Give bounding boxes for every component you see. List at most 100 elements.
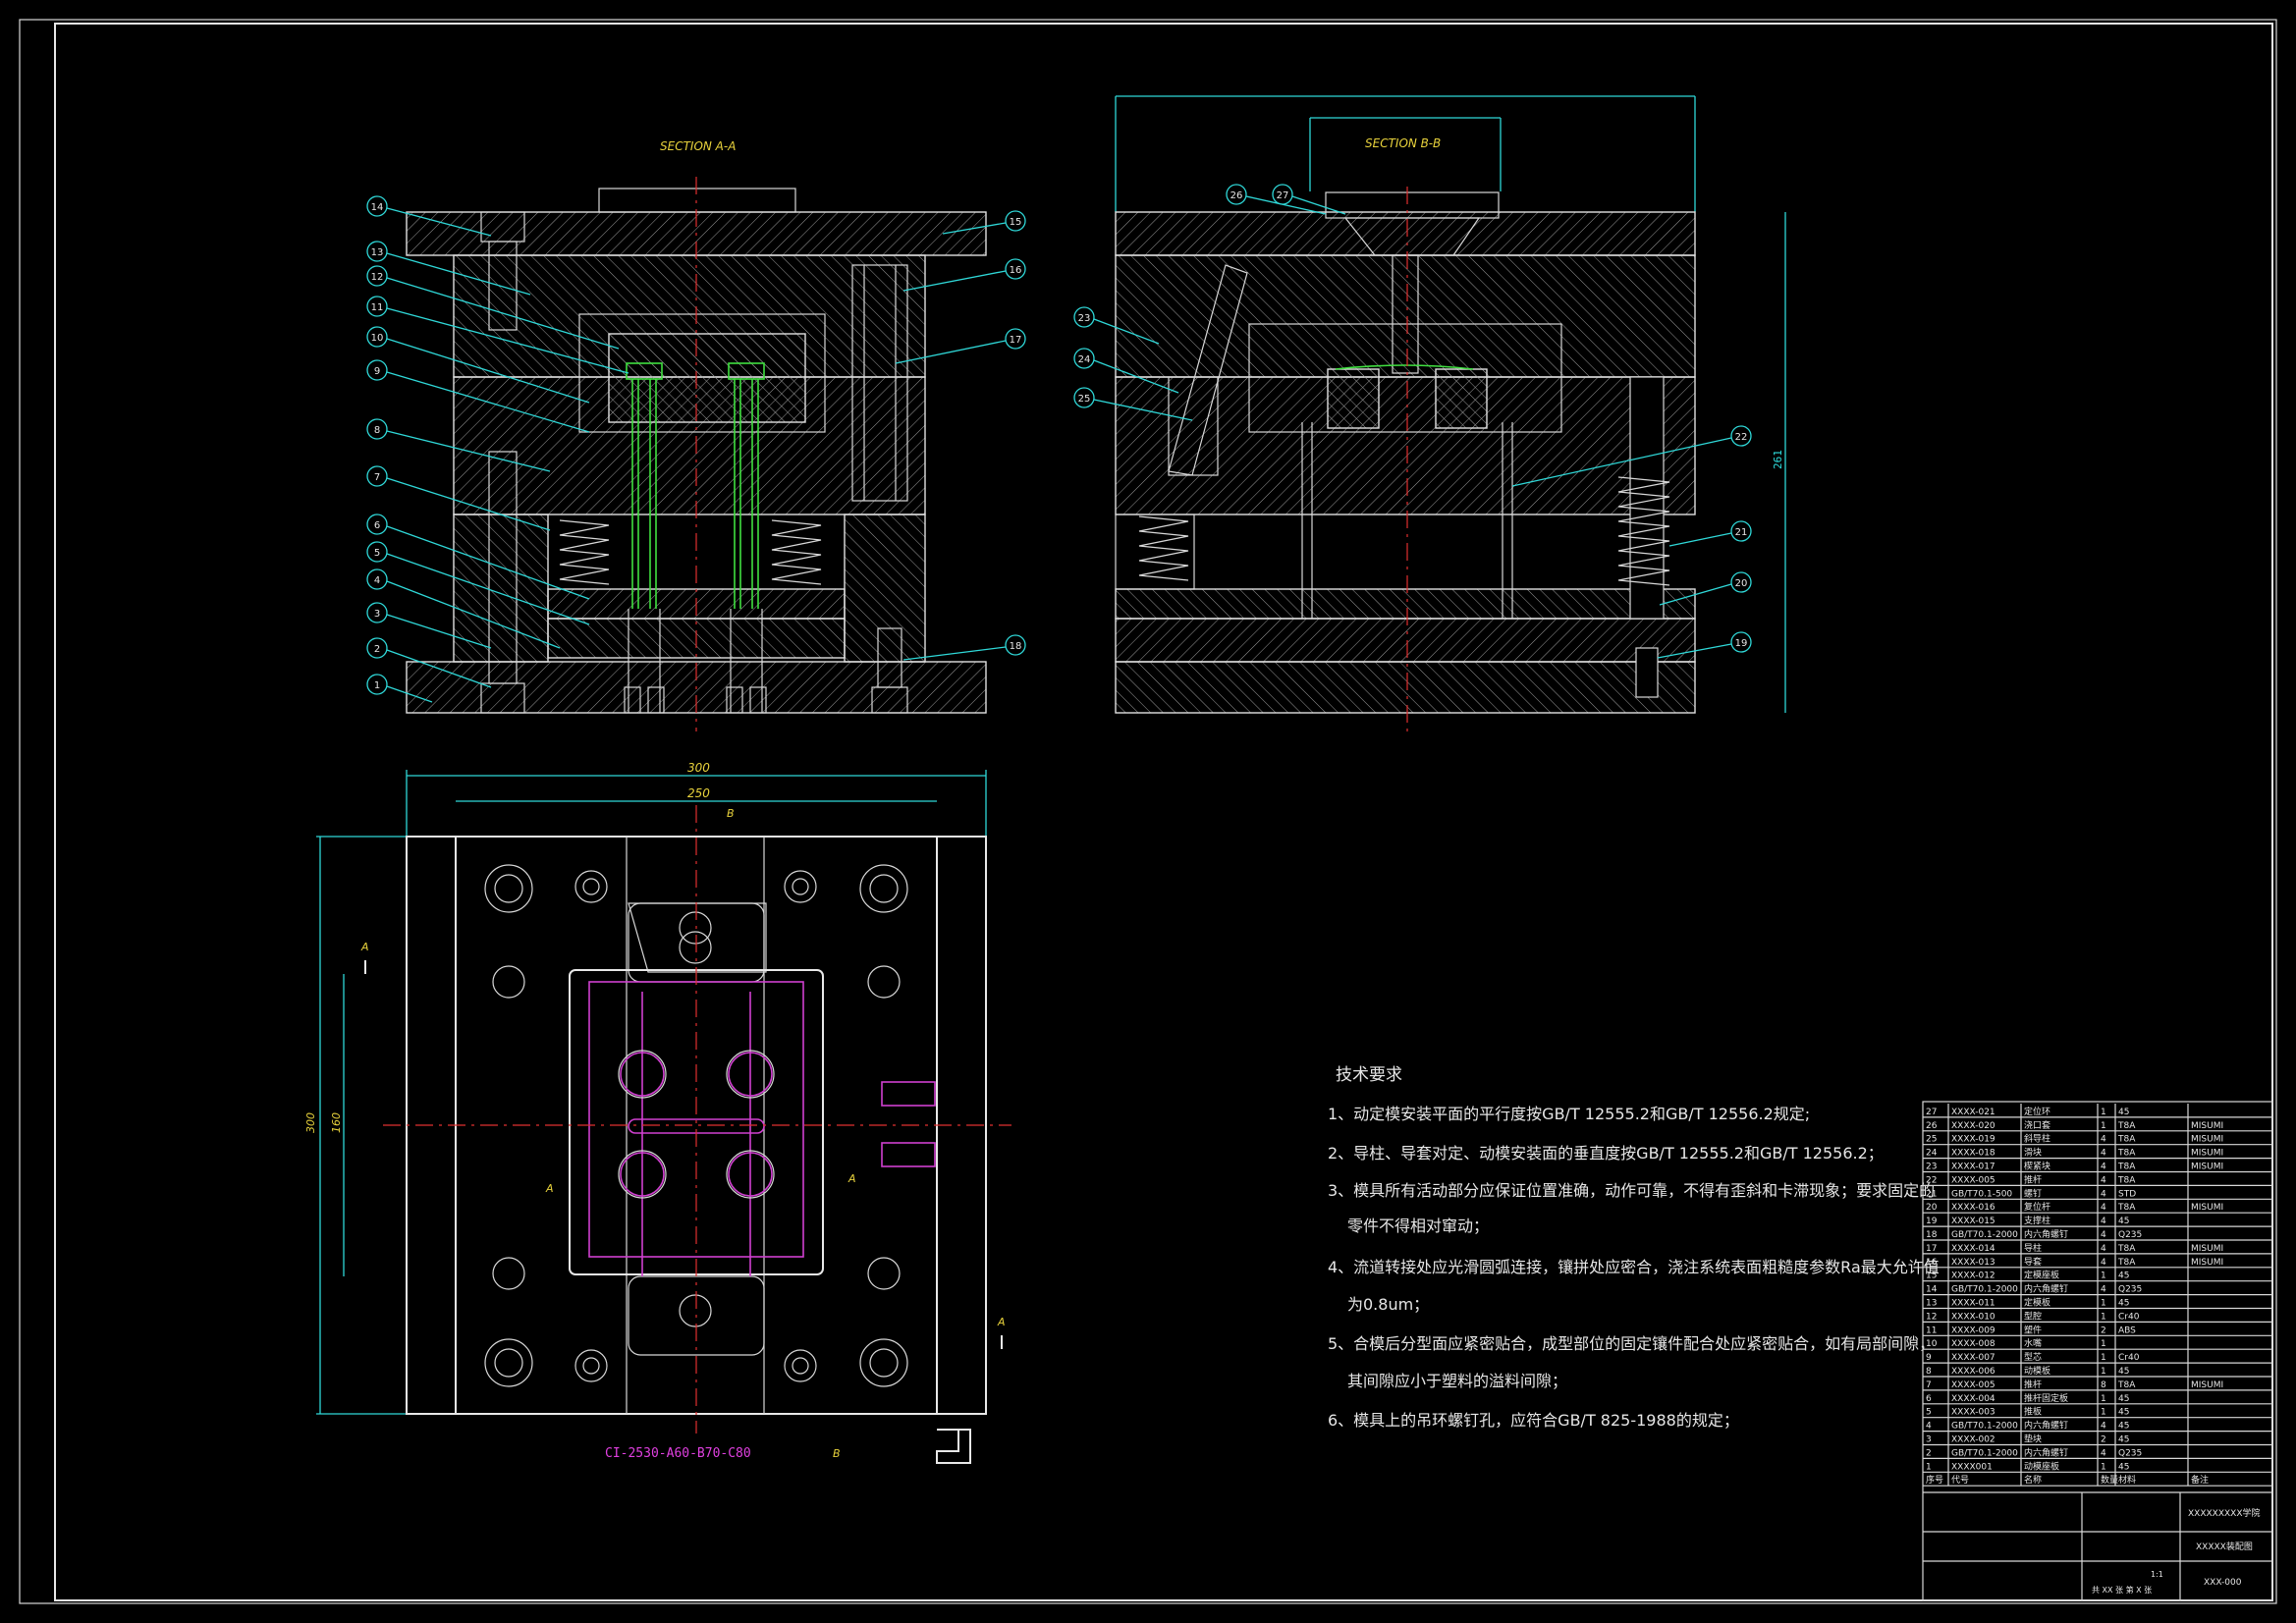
svg-text:16: 16 <box>1010 265 1022 276</box>
bom-cell-no: 7 <box>1926 1380 1932 1390</box>
bom-cell-mat: T8A <box>2117 1258 2136 1268</box>
tech-note-3b: 零件不得相对窜动； <box>1347 1217 1489 1235</box>
bom-cell-qty: 4 <box>2101 1258 2106 1268</box>
svg-text:18: 18 <box>1010 641 1022 652</box>
bom-cell-qty: 4 <box>2101 1163 2106 1172</box>
bom-cell-code: GB/T70.1-2000 <box>1951 1448 2018 1458</box>
bom-cell-qty: 4 <box>2101 1448 2106 1458</box>
bom-cell-code: GB/T70.1-500 <box>1951 1189 2012 1199</box>
bom-cell-code: GB/T70.1-2000 <box>1951 1230 2018 1240</box>
bom-cell-name: 推杆固定板 <box>2024 1392 2068 1404</box>
bom-cell-qty: 8 <box>2101 1380 2106 1390</box>
bom-cell-qty: 4 <box>2101 1285 2106 1295</box>
svg-text:24: 24 <box>1078 354 1091 365</box>
bom-cell-qty: 1 <box>2101 1271 2106 1281</box>
bom-cell-no: 16 <box>1926 1258 1938 1268</box>
bom-cell-no: 17 <box>1926 1244 1937 1254</box>
bom-cell-mat: 45 <box>2118 1299 2129 1309</box>
bom-cell-no: 9 <box>1926 1353 1932 1363</box>
bom-cell-no: 8 <box>1926 1367 1932 1377</box>
bom-cell-qty: 1 <box>2101 1367 2106 1377</box>
bom-cell-qty: 1 <box>2101 1353 2106 1363</box>
bom-cell-name: 推杆 <box>2024 1379 2042 1390</box>
bom-cell-name: 支撑柱 <box>2024 1215 2050 1226</box>
bom-cell-no: 20 <box>1926 1203 1938 1213</box>
bom-cell-no: 18 <box>1926 1230 1938 1240</box>
tech-notes: 技术要求 1、动定模安装平面的平行度按GB/T 12555.2和GB/T 125… <box>1328 1065 1940 1430</box>
tech-notes-heading: 技术要求 <box>1336 1065 1402 1085</box>
bom-cell-code: XXXX-002 <box>1951 1435 1995 1445</box>
svg-text:12: 12 <box>371 272 384 283</box>
svg-text:6: 6 <box>374 520 380 531</box>
tech-note-5b: 其间隙应小于塑料的溢料间隙； <box>1347 1372 1567 1390</box>
svg-text:2: 2 <box>374 644 380 655</box>
bom-cell-mat: 45 <box>2118 1422 2129 1432</box>
title-drawing-name: XXXXX装配图 <box>2196 1541 2253 1552</box>
bom-cell-mat: 45 <box>2118 1367 2129 1377</box>
bom-cell-note: MISUMI <box>2191 1203 2223 1213</box>
bom-cell-mat: T8A <box>2117 1203 2136 1213</box>
bom-cell-name: 内六角螺钉 <box>2024 1446 2068 1458</box>
bom-cell-code: XXXX001 <box>1951 1462 1993 1472</box>
bom-cell-no: 13 <box>1926 1299 1937 1309</box>
bom-cell-no: 2 <box>1926 1448 1932 1458</box>
bom-cell-no: 1 <box>1926 1462 1932 1472</box>
bom-cell-mat: Cr40 <box>2118 1312 2140 1322</box>
bom-cell-note: 备注 <box>2191 1474 2209 1486</box>
bom-cell-mat: 45 <box>2118 1271 2129 1281</box>
bom-cell-code: XXXX-005 <box>1951 1380 1995 1390</box>
bom-cell-no: 14 <box>1926 1285 1938 1295</box>
svg-text:17: 17 <box>1010 335 1022 346</box>
svg-text:21: 21 <box>1735 527 1748 538</box>
title-block: XXXXXXXXX学院 XXXXX装配图 XXX-000 1:1 共 XX 张 … <box>1923 1491 2272 1600</box>
bom-cell-name: 内六角螺钉 <box>2024 1228 2068 1240</box>
svg-text:B: B <box>833 1447 841 1460</box>
bom-cell-no: 6 <box>1926 1394 1932 1404</box>
title-school: XXXXXXXXX学院 <box>2188 1507 2261 1519</box>
bom-cell-code: XXXX-005 <box>1951 1175 1995 1185</box>
svg-text:9: 9 <box>374 366 380 377</box>
bom-cell-code: XXXX-009 <box>1951 1325 1995 1335</box>
bom-cell-code: XXXX-013 <box>1951 1258 1995 1268</box>
part-code: CI-2530-A60-B70-C80 <box>605 1446 751 1461</box>
bom-cell-qty: 4 <box>2101 1135 2106 1145</box>
section-aa-title: SECTION A-A <box>660 139 736 153</box>
outer-border <box>19 19 2277 1604</box>
bom-cell-name: 导套 <box>2024 1256 2042 1268</box>
bom-cell-code: XXXX-015 <box>1951 1217 1995 1226</box>
bom-cell-qty: 4 <box>2101 1230 2106 1240</box>
bom-cell-mat: 材料 <box>2118 1474 2136 1486</box>
svg-text:10: 10 <box>371 333 384 344</box>
svg-text:22: 22 <box>1735 432 1748 443</box>
bom-cell-qty: 4 <box>2101 1149 2106 1159</box>
svg-text:7: 7 <box>374 472 380 483</box>
bom-cell-qty: 1 <box>2101 1108 2106 1117</box>
bom-cell-name: 定位环 <box>2024 1106 2050 1117</box>
svg-text:A: A <box>545 1182 554 1195</box>
bom-cell-mat: T8A <box>2117 1380 2136 1390</box>
bom-cell-code: XXXX-004 <box>1951 1394 1995 1404</box>
bom-cell-code: XXXX-003 <box>1951 1408 1995 1418</box>
bom-cell-mat: T8A <box>2117 1163 2136 1172</box>
title-scale: 1:1 <box>2151 1570 2163 1579</box>
svg-text:3: 3 <box>374 609 380 620</box>
bom-cell-qty: 1 <box>2101 1339 2106 1349</box>
bom-cell-no: 5 <box>1926 1408 1932 1418</box>
bom-cell-code: XXXX-017 <box>1951 1163 1995 1172</box>
bom-cell-name: 垫块 <box>2024 1434 2042 1445</box>
title-sheet-info: 共 XX 张 第 X 张 <box>2092 1585 2152 1595</box>
bom-cell-note: MISUMI <box>2191 1135 2223 1145</box>
bom-cell-note: MISUMI <box>2191 1258 2223 1268</box>
bom-cell-note: MISUMI <box>2191 1244 2223 1254</box>
tech-note-4: 4、流道转接处应光滑圆弧连接，镶拼处应密合，浇注系统表面粗糙度参数Ra最大允许值 <box>1328 1258 1940 1276</box>
bom-cell-qty: 数量 <box>2101 1474 2118 1486</box>
tech-note-3: 3、模具所有活动部分应保证位置准确，动作可靠，不得有歪斜和卡滞现象；要求固定的 <box>1328 1181 1935 1200</box>
bom-cell-code: XXXX-012 <box>1951 1271 1995 1281</box>
svg-text:13: 13 <box>371 247 384 258</box>
section-bb-view: SECTION B-B 261 <box>1073 95 1786 731</box>
bom-cell-mat: Q235 <box>2118 1230 2142 1240</box>
bom-cell-mat: Q235 <box>2118 1448 2142 1458</box>
bom-cell-qty: 1 <box>2101 1312 2106 1322</box>
svg-text:8: 8 <box>374 425 380 436</box>
bom-cell-name: 推杆 <box>2024 1173 2042 1185</box>
